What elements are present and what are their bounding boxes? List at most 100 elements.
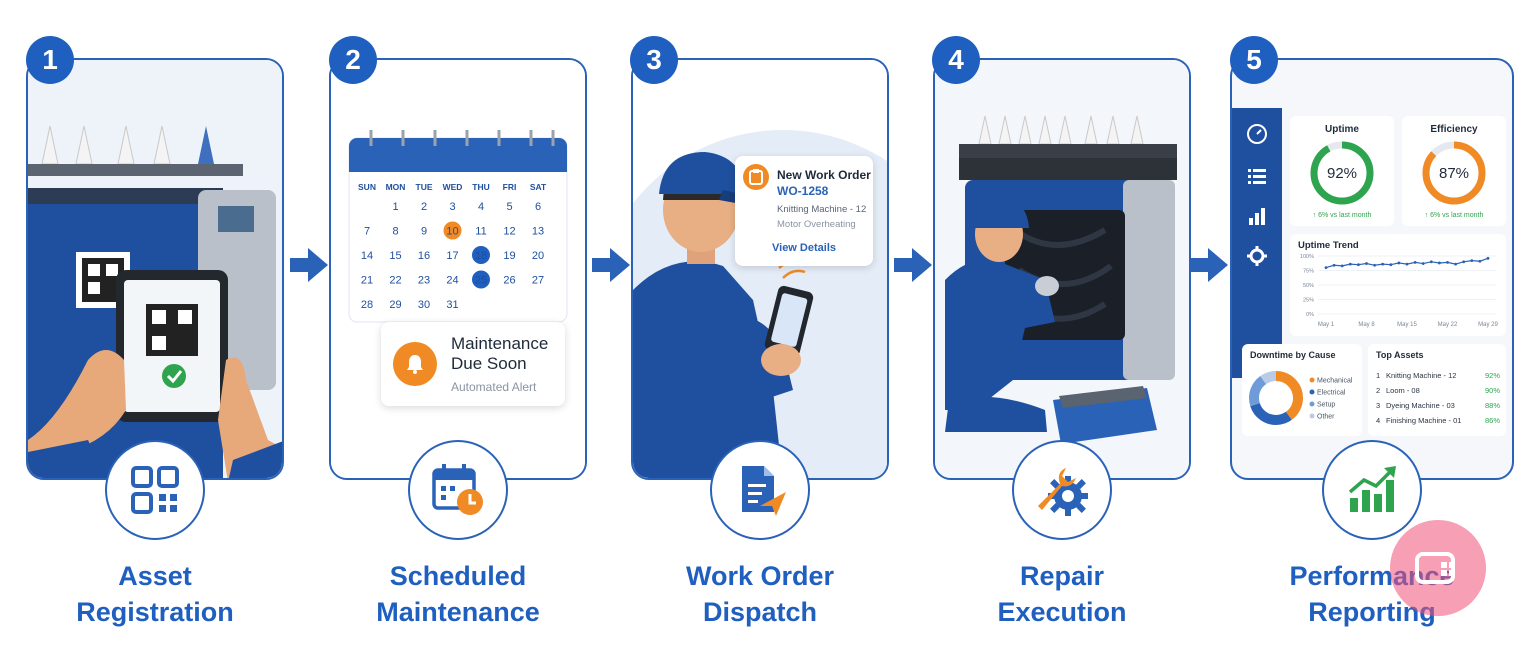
trend-point — [1357, 263, 1360, 267]
step-repair-execution: 4 — [912, 0, 1212, 672]
work-order-id: WO-1258 — [777, 184, 829, 198]
calendar-weekday: MON — [386, 182, 406, 192]
asset-value: 90% — [1484, 386, 1500, 395]
legend-label: Electrical — [1317, 390, 1346, 397]
calendar-weekday: THU — [472, 182, 489, 192]
asset-name: Dyeing Machine - 03 — [1386, 401, 1455, 410]
kpi-delta: ↑ 6% vs last month — [1424, 212, 1484, 219]
step-card: New Work Order WO-1258 Knitting Machine … — [631, 58, 889, 480]
donut-slice — [1249, 371, 1303, 425]
asset-rank: 4 — [1376, 416, 1381, 425]
calendar-day[interactable]: 31 — [446, 299, 458, 311]
calendar-day[interactable]: 5 — [506, 201, 512, 213]
trend-point — [1348, 262, 1352, 266]
calendar-day[interactable]: 13 — [532, 226, 544, 238]
calendar-weekday: SAT — [530, 182, 547, 192]
calendar-weekday: FRI — [503, 182, 517, 192]
step-card — [26, 58, 284, 480]
trend-point — [1478, 259, 1482, 263]
step-number-badge: 3 — [630, 36, 678, 84]
trend-x-tick: May 8 — [1358, 322, 1375, 328]
trend-point — [1462, 260, 1466, 264]
calendar-day[interactable]: 8 — [392, 226, 398, 238]
list-icon[interactable] — [1245, 164, 1269, 188]
bar-chart-icon[interactable] — [1245, 204, 1269, 228]
asset-rank: 3 — [1376, 401, 1381, 410]
trend-point — [1454, 262, 1457, 266]
calendar-day[interactable]: 29 — [389, 299, 401, 311]
trend-x-tick: May 1 — [1318, 322, 1335, 328]
asset-value: 86% — [1484, 416, 1500, 425]
legend-label: Other — [1317, 414, 1335, 421]
trend-y-tick: 100% — [1300, 254, 1314, 260]
calendar-day[interactable]: 6 — [535, 201, 541, 213]
gear-icon[interactable] — [1245, 244, 1269, 268]
kpi-value: 87% — [1438, 165, 1470, 182]
calendar-day[interactable]: 28 — [361, 299, 373, 311]
calendar-day[interactable]: 16 — [418, 250, 430, 262]
clipboard-icon — [743, 164, 769, 190]
calendar-day[interactable]: 10 — [446, 226, 458, 238]
step-number-badge: 5 — [1230, 36, 1278, 84]
calendar-day[interactable]: 2 — [421, 201, 427, 213]
calendar-day[interactable]: 1 — [392, 201, 398, 213]
calendar-day[interactable]: 25 — [475, 275, 487, 287]
calendar-day[interactable]: 4 — [478, 201, 484, 213]
trend-point — [1373, 263, 1376, 267]
calendar-day[interactable]: 30 — [418, 299, 430, 311]
calendar-day[interactable]: 22 — [389, 275, 401, 287]
legend-swatch — [1309, 377, 1315, 383]
trend-point — [1429, 260, 1433, 264]
calendar-day[interactable]: 27 — [532, 275, 544, 287]
calendar-day[interactable]: 19 — [503, 250, 515, 262]
work-order-notification[interactable]: New Work Order WO-1258 Knitting Machine … — [735, 156, 873, 266]
kpi-value: 92% — [1326, 165, 1358, 182]
calendar-day[interactable]: 17 — [446, 250, 458, 262]
top-assets-title: Top Assets — [1376, 350, 1424, 360]
calendar-day[interactable]: 15 — [389, 250, 401, 262]
calendar-day[interactable]: 11 — [475, 226, 486, 238]
legend-label: Mechanical — [1317, 378, 1353, 385]
step-performance-reporting: 5 Uptime 92% ↑ 6% vs last month Efficien… — [1210, 0, 1514, 672]
wrench-gear-icon — [1012, 440, 1112, 540]
arrow-right-icon — [1190, 248, 1228, 282]
calendar-day[interactable]: 12 — [503, 226, 515, 238]
donut-slice — [1249, 371, 1303, 425]
calendar-day[interactable]: 3 — [449, 201, 455, 213]
step-card: Uptime 92% ↑ 6% vs last month Efficiency… — [1230, 58, 1514, 480]
step-card — [933, 58, 1191, 480]
gauge-icon[interactable] — [1245, 122, 1269, 146]
calendar-day[interactable]: 18 — [475, 250, 487, 262]
bell-icon — [393, 342, 437, 386]
trend-point — [1340, 264, 1344, 268]
trend-point — [1413, 260, 1417, 264]
calendar-day[interactable]: 9 — [421, 226, 427, 238]
uptime-kpi-card: Uptime 92% ↑ 6% vs last month — [1290, 116, 1394, 226]
calendar-day[interactable]: 21 — [361, 275, 373, 287]
trend-x-tick: May 29 — [1478, 322, 1498, 328]
kpi-label: Efficiency — [1430, 124, 1478, 135]
calendar-day[interactable]: 26 — [503, 275, 515, 287]
calendar-day[interactable]: 20 — [532, 250, 544, 262]
view-details-link[interactable]: View Details — [772, 242, 836, 254]
document-send-icon — [710, 440, 810, 540]
calendar-day[interactable]: 7 — [364, 226, 370, 238]
calendar-day[interactable]: 14 — [361, 250, 373, 262]
trend-point — [1438, 261, 1441, 265]
alert-subtitle: Automated Alert — [451, 380, 537, 394]
calendar-day[interactable]: 24 — [446, 275, 458, 287]
uptime-gauge — [1310, 141, 1374, 205]
calendar-day[interactable]: 23 — [418, 275, 430, 287]
